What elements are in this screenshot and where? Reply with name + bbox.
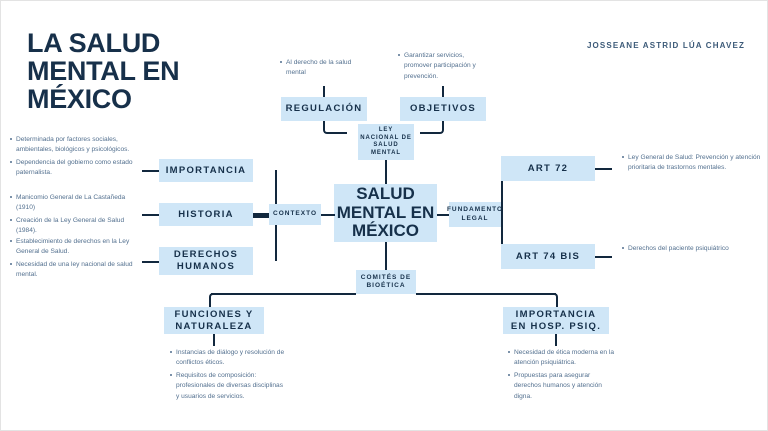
bullet-list: Necesidad de ética moderna en la atenció… bbox=[507, 348, 619, 402]
list-item: Manicomio General de La Castañeda (1910) bbox=[10, 193, 134, 214]
bullets-regulacion: Al derecho de la salud mental bbox=[279, 58, 363, 81]
node-center-salud-mental-en-mexico[interactable]: SALUD MENTAL EN MÉXICO bbox=[334, 184, 437, 242]
node-regulacion[interactable]: REGULACIÓN bbox=[281, 97, 367, 121]
author-name: JOSSEANE ASTRID LÚA CHAVEZ bbox=[586, 41, 745, 50]
list-item: Establecimiento de derechos en la Ley Ge… bbox=[10, 237, 141, 258]
bullets-art-74-bis: Derechos del paciente psiquiátrico bbox=[621, 244, 751, 256]
bullets-objetivos: Garantizar servicios, promover participa… bbox=[397, 51, 491, 84]
connector-objetivos-ley bbox=[420, 121, 444, 134]
connector-objetivos-bullet bbox=[442, 86, 444, 97]
node-importancia-en-hosp-psiq[interactable]: IMPORTANCIA EN HOSP. PSIQ. bbox=[503, 307, 609, 334]
node-fundamento-legal[interactable]: FUNDAMENTO LEGAL bbox=[447, 202, 502, 227]
node-objetivos[interactable]: OBJETIVOS bbox=[400, 97, 486, 121]
list-item: Al derecho de la salud mental bbox=[280, 58, 363, 79]
connector-derechos-contexto bbox=[253, 216, 277, 261]
list-item: Dependencia del gobierno como estado pat… bbox=[10, 158, 141, 179]
bullet-list: Instancias de diálogo y resolución de co… bbox=[169, 348, 287, 402]
node-contexto[interactable]: CONTEXTO bbox=[269, 204, 321, 225]
connector-comites-bus-left bbox=[211, 293, 356, 295]
node-ley-nacional[interactable]: LEY NACIONAL DE SALUD MENTAL bbox=[358, 124, 414, 160]
bullet-list: Garantizar servicios, promover participa… bbox=[397, 51, 491, 82]
bullets-derechos-humanos: Establecimiento de derechos en la Ley Ge… bbox=[9, 237, 141, 283]
bullet-list: Manicomio General de La Castañeda (1910)… bbox=[9, 193, 134, 237]
list-item: Garantizar servicios, promover participa… bbox=[398, 51, 491, 82]
connector-art72-bullets bbox=[595, 168, 612, 170]
bullet-list: Determinada por factores sociales, ambie… bbox=[9, 135, 141, 179]
connector-importancia-hosp-bullets bbox=[555, 334, 557, 346]
bullets-importancia-hosp: Necesidad de ética moderna en la atenció… bbox=[507, 348, 619, 404]
list-item: Derechos del paciente psiquiátrico bbox=[622, 244, 751, 254]
bullet-list: Al derecho de la salud mental bbox=[279, 58, 363, 79]
list-item: Propuestas para asegurar derechos humano… bbox=[508, 371, 619, 402]
bullet-list: Ley General de Salud: Prevención y atenc… bbox=[621, 153, 761, 174]
list-item: Creación de la Ley General de Salud (198… bbox=[10, 216, 134, 237]
page-title: LA SALUD MENTAL EN MÉXICO bbox=[27, 28, 180, 115]
list-item: Instancias de diálogo y resolución de co… bbox=[170, 348, 287, 369]
bullets-historia: Manicomio General de La Castañeda (1910)… bbox=[9, 193, 134, 239]
connector-bullets-importancia bbox=[142, 170, 159, 172]
node-art-74-bis[interactable]: ART 74 BIS bbox=[501, 244, 595, 269]
list-item: Determinada por factores sociales, ambie… bbox=[10, 135, 141, 156]
connector-historia-contexto bbox=[253, 214, 275, 216]
node-art-72[interactable]: ART 72 bbox=[501, 156, 595, 181]
connector-center-comites bbox=[385, 242, 387, 270]
connector-art74-bullets bbox=[595, 256, 612, 258]
connector-ley-center bbox=[385, 160, 387, 184]
connector-contexto-center bbox=[321, 214, 335, 216]
list-item: Requisitos de composición: profesionales… bbox=[170, 371, 287, 402]
connector-comites-bus-right bbox=[416, 293, 556, 295]
connector-regulacion-ley bbox=[323, 121, 347, 134]
connector-bullets-historia bbox=[142, 214, 159, 216]
connector-bus-elbow-right bbox=[548, 293, 558, 307]
node-importancia[interactable]: IMPORTANCIA bbox=[159, 159, 253, 182]
bullet-list: Derechos del paciente psiquiátrico bbox=[621, 244, 751, 254]
connector-center-fundamento bbox=[437, 214, 449, 216]
connector-bullets-derechos bbox=[142, 261, 159, 263]
node-derechos-humanos[interactable]: DERECHOS HUMANOS bbox=[159, 247, 253, 275]
list-item: Necesidad de una ley nacional de salud m… bbox=[10, 260, 141, 281]
node-comites-bioetica[interactable]: COMITÉS DE BIOÉTICA bbox=[356, 270, 416, 294]
bullets-importancia: Determinada por factores sociales, ambie… bbox=[9, 135, 141, 181]
bullets-funciones: Instancias de diálogo y resolución de co… bbox=[169, 348, 287, 404]
list-item: Ley General de Salud: Prevención y atenc… bbox=[622, 153, 761, 174]
connector-funciones-bullets bbox=[213, 334, 215, 346]
connector-bus-elbow-left bbox=[209, 293, 219, 307]
node-historia[interactable]: HISTORIA bbox=[159, 203, 253, 226]
bullet-list: Establecimiento de derechos en la Ley Ge… bbox=[9, 237, 141, 281]
list-item: Necesidad de ética moderna en la atenció… bbox=[508, 348, 619, 369]
connector-regulacion-bullet bbox=[323, 86, 325, 97]
bullets-art-72: Ley General de Salud: Prevención y atenc… bbox=[621, 153, 761, 176]
node-funciones-y-naturaleza[interactable]: FUNCIONES Y NATURALEZA bbox=[164, 307, 264, 334]
